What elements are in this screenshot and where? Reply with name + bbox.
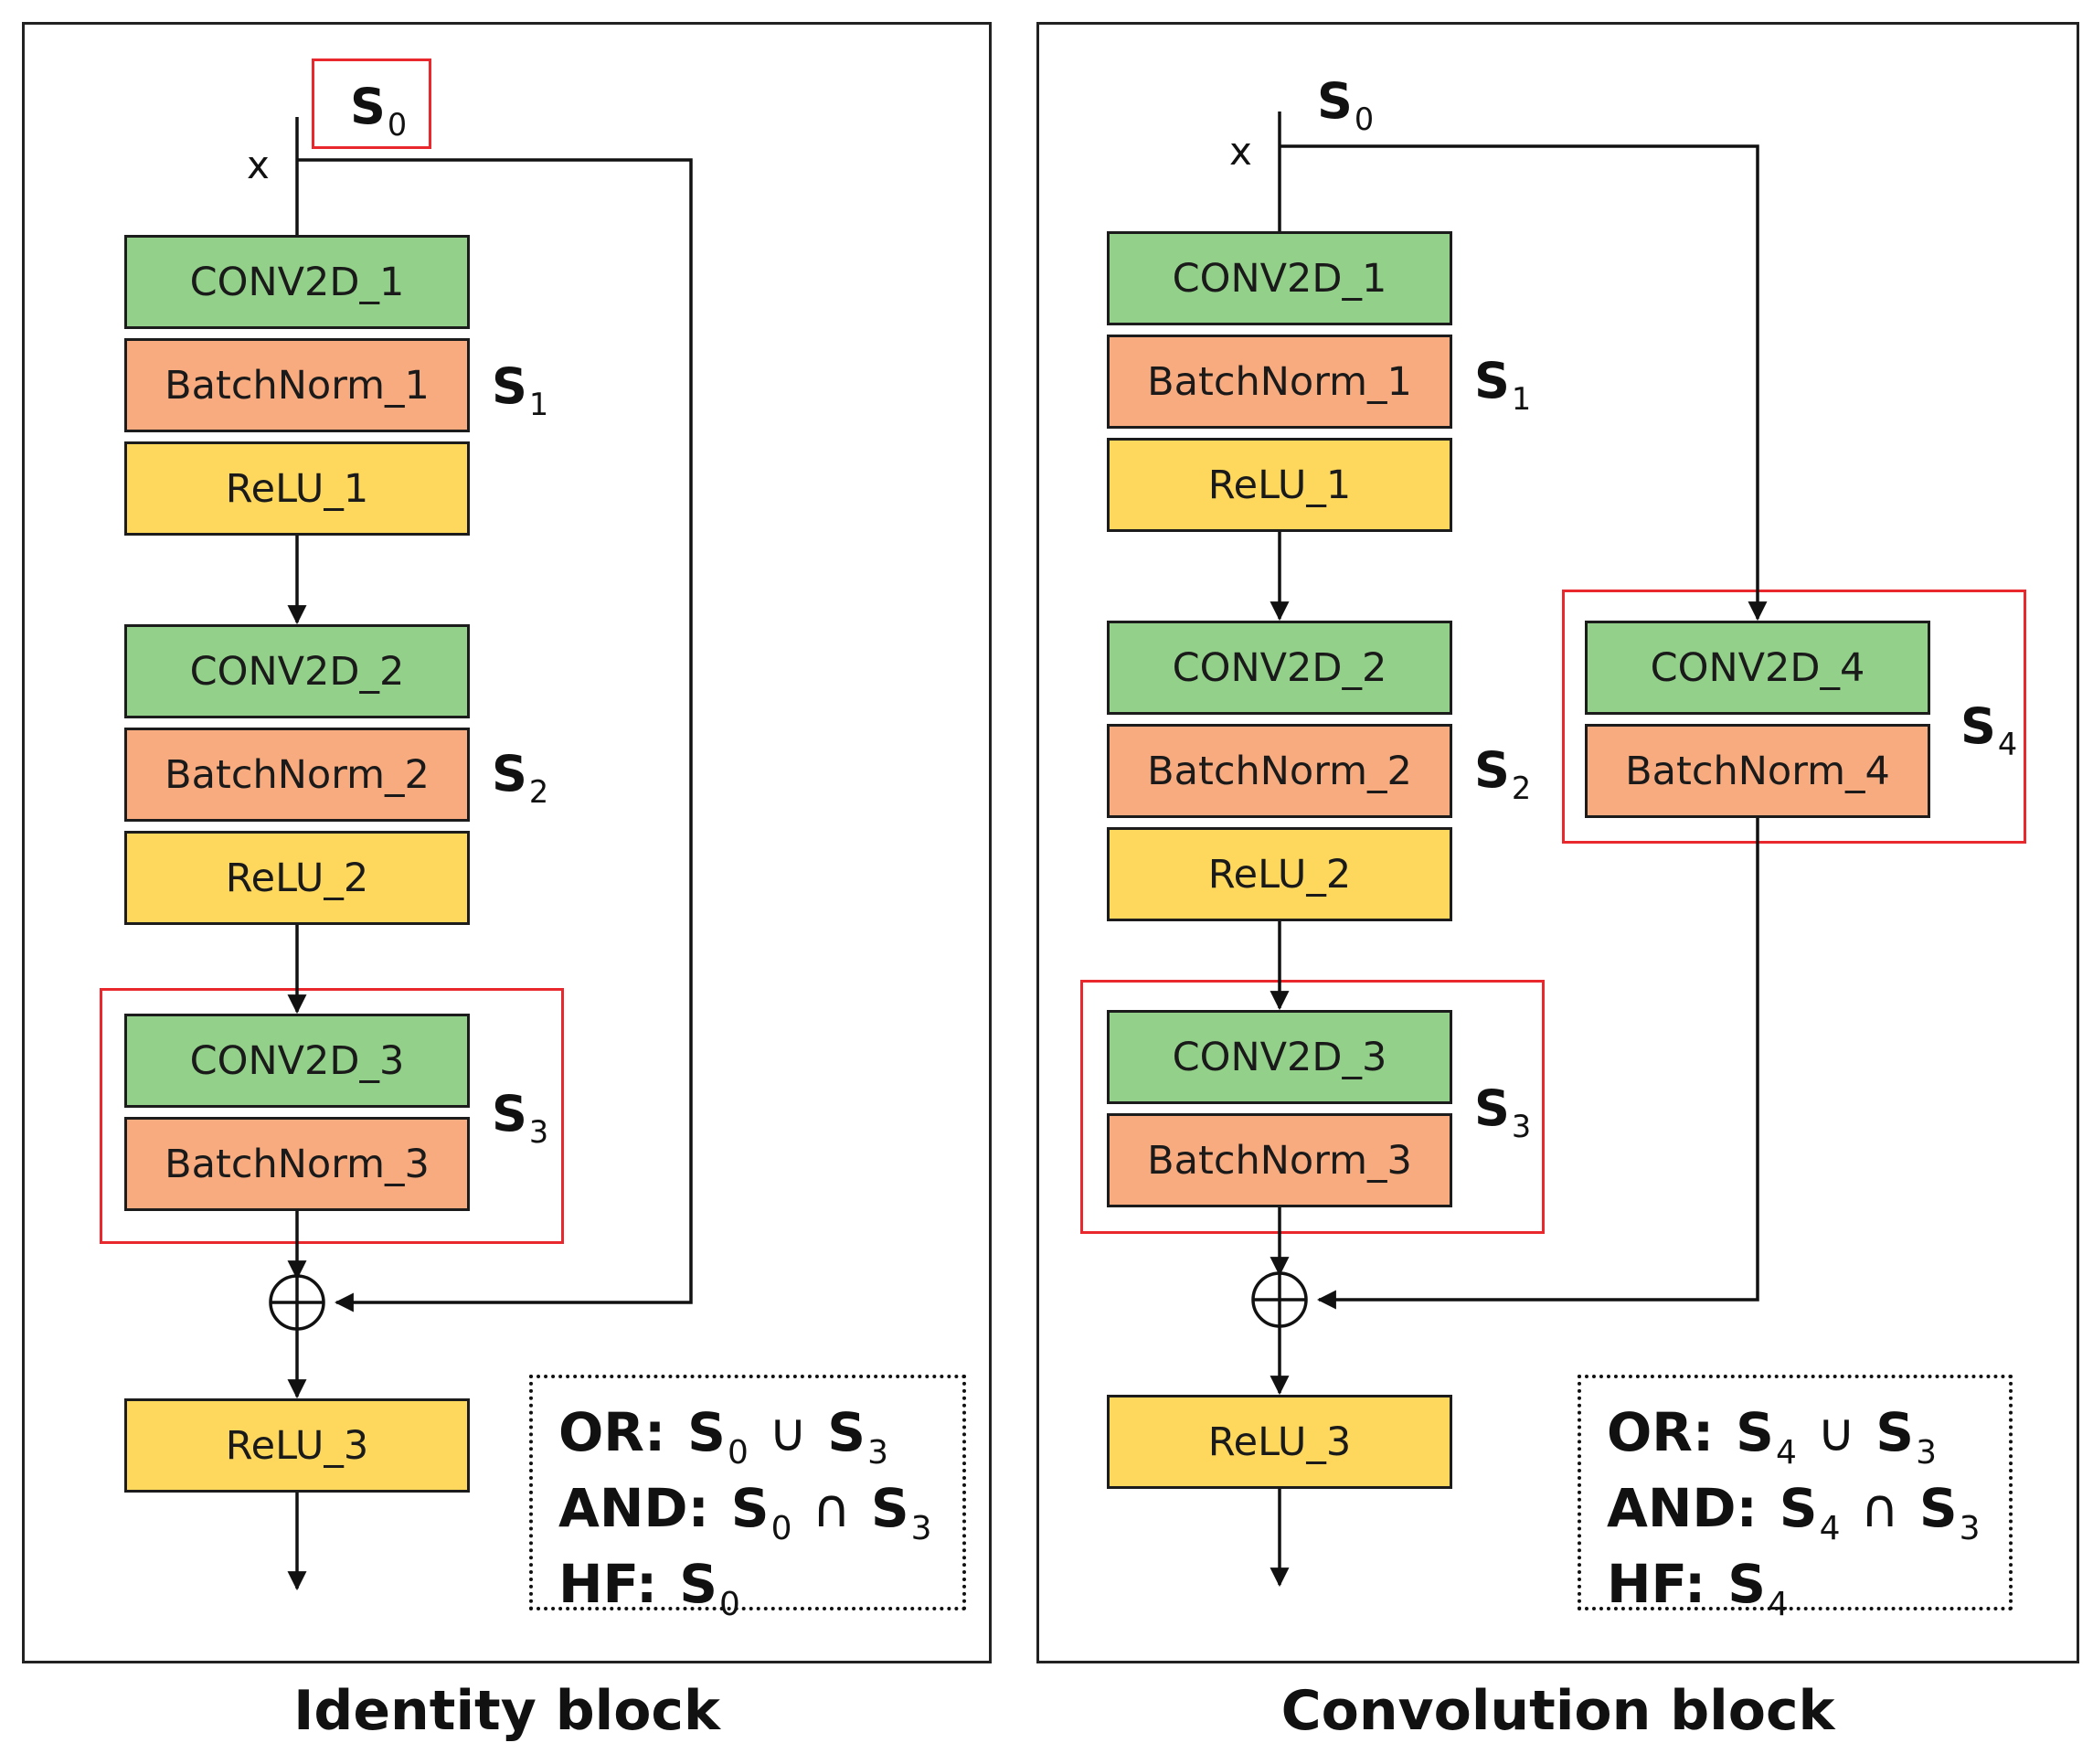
s1-label: S1	[492, 357, 549, 422]
relu-1-box: ReLU_1	[124, 441, 470, 536]
s0-label-right: S0	[1317, 72, 1375, 137]
combination-rules-legend-right: OR:S4∪S3 AND:S4∩S3 HF:S4	[1578, 1375, 2013, 1623]
batchnorm-3-box-right: BatchNorm_3	[1107, 1113, 1452, 1207]
relu-1-box-right: ReLU_1	[1107, 438, 1452, 532]
s4-highlight-box	[1562, 590, 2026, 844]
relu-3-box-right: ReLU_3	[1107, 1395, 1452, 1489]
x-input-label: x	[247, 143, 270, 187]
batchnorm-1-box-right: BatchNorm_1	[1107, 335, 1452, 429]
conv2d-3-box: CONV2D_3	[124, 1014, 470, 1108]
and-rule: AND:S0∩S3	[558, 1477, 932, 1547]
s0-highlight-box	[312, 58, 431, 149]
s2-label: S2	[492, 745, 549, 810]
x-input-label-right: x	[1229, 129, 1252, 174]
batchnorm-4-box: BatchNorm_4	[1585, 724, 1930, 818]
hf-rule-right: HF:S4	[1607, 1553, 1789, 1623]
relu-2-box: ReLU_2	[124, 831, 470, 925]
s0-label: S0	[350, 78, 408, 143]
conv2d-1-box-right: CONV2D_1	[1107, 231, 1452, 325]
hf-rule: HF:S0	[558, 1553, 740, 1623]
conv2d-4-box: CONV2D_4	[1585, 621, 1930, 715]
s1-label-right: S1	[1474, 352, 1532, 417]
convolution-block-title: Convolution block	[1280, 1679, 1835, 1743]
relu-2-box-right: ReLU_2	[1107, 827, 1452, 921]
and-rule-right: AND:S4∩S3	[1607, 1477, 1981, 1547]
combination-rules-legend: OR:S0∪S3 AND:S0∩S3 HF:S0	[529, 1375, 966, 1623]
conv2d-2-box: CONV2D_2	[124, 624, 470, 718]
conv2d-1-box: CONV2D_1	[124, 235, 470, 329]
identity-block-title: Identity block	[293, 1679, 720, 1743]
s4-label: S4	[1960, 697, 2018, 762]
s3-label: S3	[492, 1085, 549, 1150]
s2-label-right: S2	[1474, 741, 1532, 806]
conv2d-3-box-right: CONV2D_3	[1107, 1010, 1452, 1104]
conv2d-2-box-right: CONV2D_2	[1107, 621, 1452, 715]
s3-label-right: S3	[1474, 1079, 1532, 1144]
or-rule: OR:S0∪S3	[558, 1401, 888, 1472]
batchnorm-2-box: BatchNorm_2	[124, 728, 470, 822]
batchnorm-1-box: BatchNorm_1	[124, 338, 470, 432]
batchnorm-2-box-right: BatchNorm_2	[1107, 724, 1452, 818]
batchnorm-3-box: BatchNorm_3	[124, 1117, 470, 1211]
or-rule-right: OR:S4∪S3	[1607, 1401, 1937, 1472]
relu-3-box: ReLU_3	[124, 1398, 470, 1493]
